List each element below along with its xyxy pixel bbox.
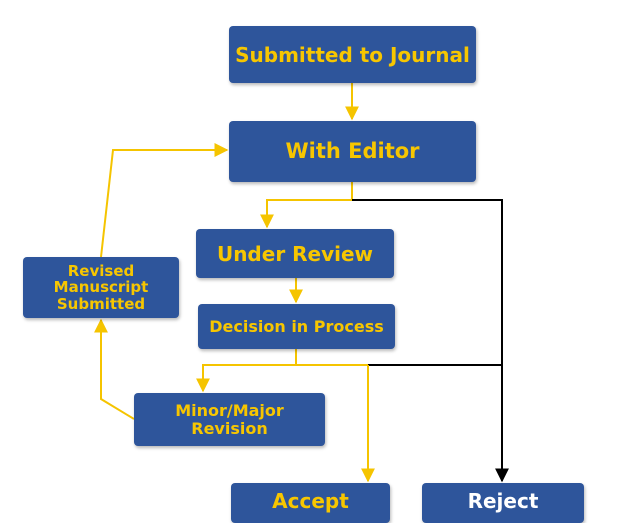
node-minor-major-revision: Minor/Major Revision (134, 393, 325, 446)
node-decision-in-process: Decision in Process (198, 304, 395, 349)
arrow-revised-to-editor (100, 143, 229, 258)
node-submitted-to-journal: Submitted to Journal (229, 26, 476, 83)
arrow-revision-to-revised (94, 318, 135, 420)
arrow-editor-to-review (260, 182, 353, 229)
arrow-editor-to-reject (352, 199, 509, 483)
node-revised-manuscript-submitted: Revised Manuscript Submitted (23, 257, 179, 318)
node-reject: Reject (422, 483, 584, 523)
node-accept: Accept (231, 483, 390, 523)
arrow-decision-to-revision (196, 364, 296, 393)
arrow-decision-split (295, 349, 368, 366)
node-under-review: Under Review (196, 229, 394, 278)
node-with-editor: With Editor (229, 121, 476, 182)
